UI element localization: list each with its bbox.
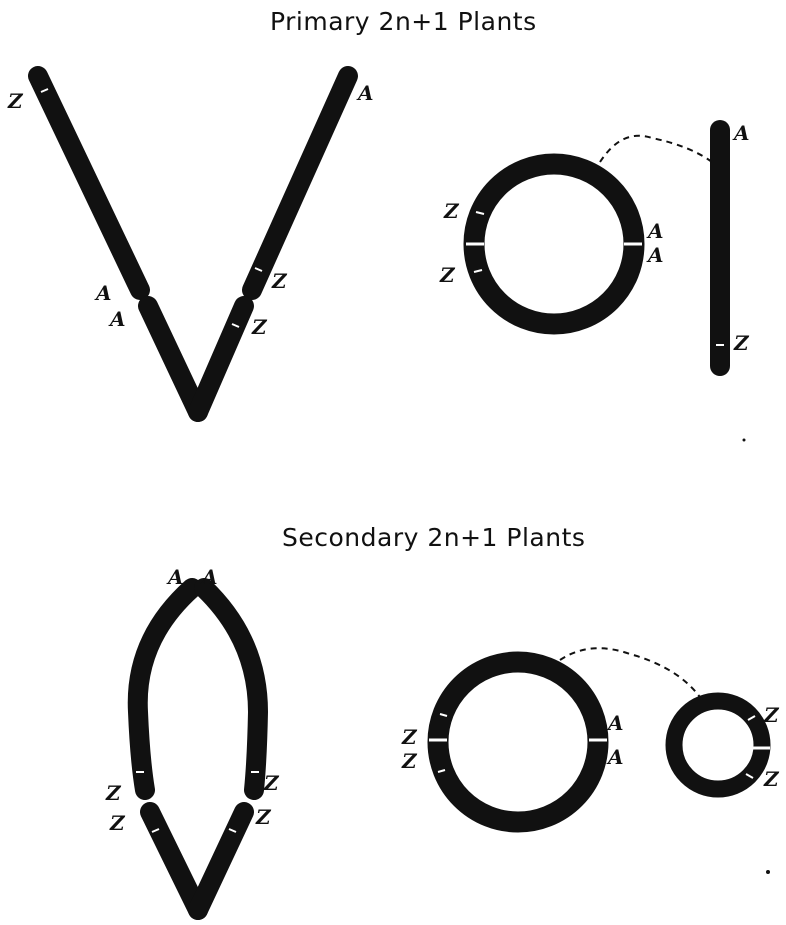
primary-v-left-upper-arm xyxy=(38,76,140,290)
primary-ring-right-upper-label: A xyxy=(646,219,664,243)
primary-v-left-top-label: Z xyxy=(7,89,24,113)
primary-v-right-top-label: A xyxy=(356,81,374,105)
primary-v-right-upper-break-label: Z xyxy=(271,269,288,293)
secondary-large-ring-left-lower-label: Z xyxy=(401,749,418,773)
primary-v-right-lower-break-label: Z xyxy=(251,315,268,339)
primary-ring-right-lower-label: A xyxy=(646,243,664,267)
secondary-loop-right-upper-arm xyxy=(204,588,258,790)
primary-v-left-upper-break-label: A xyxy=(94,281,112,305)
primary-ring-left-upper-label: Z xyxy=(443,199,460,223)
primary-v-left-lower-arm xyxy=(148,306,198,412)
secondary-loop-top-left-label: A xyxy=(166,565,184,589)
primary-v-configuration: Z A A A Z Z xyxy=(7,76,374,412)
speck xyxy=(743,439,746,442)
secondary-loop-right-lower-break-label: Z xyxy=(255,805,272,829)
primary-v-right-lower-arm xyxy=(198,306,244,412)
secondary-section-title: Secondary 2n+1 Plants xyxy=(282,523,585,552)
primary-rod-bottom-label: Z xyxy=(733,331,750,355)
secondary-rings: Z Z A A Z Z xyxy=(401,648,780,822)
secondary-loop-left-lower-arm xyxy=(150,812,198,910)
secondary-large-ring-right-lower-label: A xyxy=(606,745,624,769)
secondary-loop-right-lower-arm xyxy=(198,812,244,910)
secondary-small-ring-lower-label: Z xyxy=(763,767,780,791)
secondary-loop-left-lower-break-label: Z xyxy=(109,811,126,835)
primary-v-left-lower-break-label: A xyxy=(108,307,126,331)
primary-pairing-connector xyxy=(600,136,712,162)
secondary-large-ring-chromosome xyxy=(438,662,598,822)
secondary-loop-configuration: A A Z Z Z Z xyxy=(105,565,280,910)
secondary-loop-left-upper-arm xyxy=(138,588,192,790)
speck xyxy=(766,870,770,874)
secondary-large-ring-left-upper-label: Z xyxy=(401,725,418,749)
secondary-large-ring-right-upper-label: A xyxy=(606,711,624,735)
primary-v-right-upper-arm xyxy=(252,76,348,290)
primary-ring-and-rod: Z Z A A A Z xyxy=(439,121,750,366)
secondary-loop-top-right-label: A xyxy=(200,565,218,589)
secondary-small-ring-upper-label: Z xyxy=(763,703,780,727)
primary-section-title: Primary 2n+1 Plants xyxy=(270,7,537,36)
primary-rod-top-label: A xyxy=(732,121,750,145)
primary-ring-chromosome xyxy=(474,164,634,324)
primary-ring-left-lower-label: Z xyxy=(439,263,456,287)
secondary-loop-left-upper-break-label: Z xyxy=(105,781,122,805)
secondary-loop-right-upper-break-label: Z xyxy=(263,771,280,795)
